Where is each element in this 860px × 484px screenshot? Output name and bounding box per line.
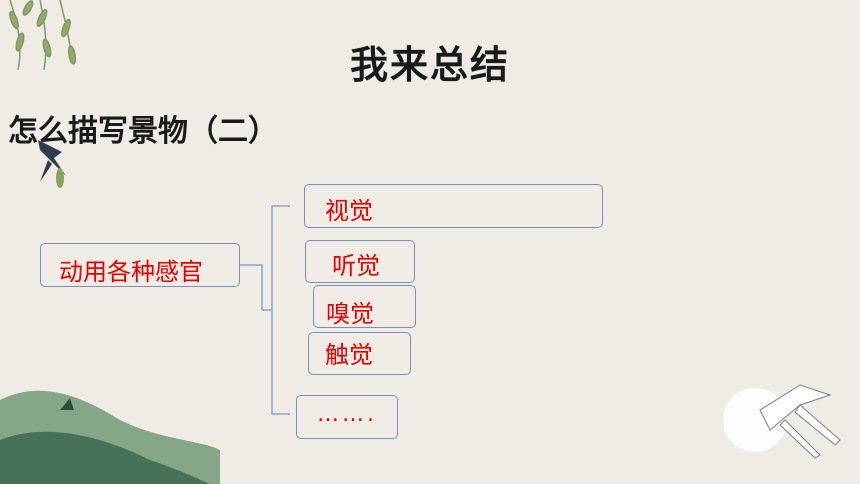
willow-branch-icon <box>9 0 77 71</box>
sense-box-smell: 嗅觉 <box>313 285 416 328</box>
root-node-box: 动用各种感官 <box>40 243 240 287</box>
sense-label-hearing: 听觉 <box>332 252 380 280</box>
sense-box-hearing: 听觉 <box>305 240 415 283</box>
sense-label-smell: 嗅觉 <box>326 300 374 328</box>
page-title: 我来总结 <box>349 43 510 87</box>
root-node-label: 动用各种感官 <box>59 258 203 286</box>
bracket-connector <box>240 205 290 415</box>
sense-box-more: ……. <box>296 395 398 439</box>
sense-label-sight: 视觉 <box>325 197 373 225</box>
sense-box-sight: 视觉 <box>304 184 603 228</box>
sense-label-more: ……. <box>317 402 377 427</box>
sense-label-touch: 触觉 <box>325 341 373 369</box>
sense-box-touch: 触觉 <box>308 332 411 375</box>
swallow-icon <box>38 140 66 188</box>
crane-icon <box>759 384 841 459</box>
section-subtitle: 怎么描写景物（二） <box>8 114 278 149</box>
mountain-icon <box>0 390 220 484</box>
